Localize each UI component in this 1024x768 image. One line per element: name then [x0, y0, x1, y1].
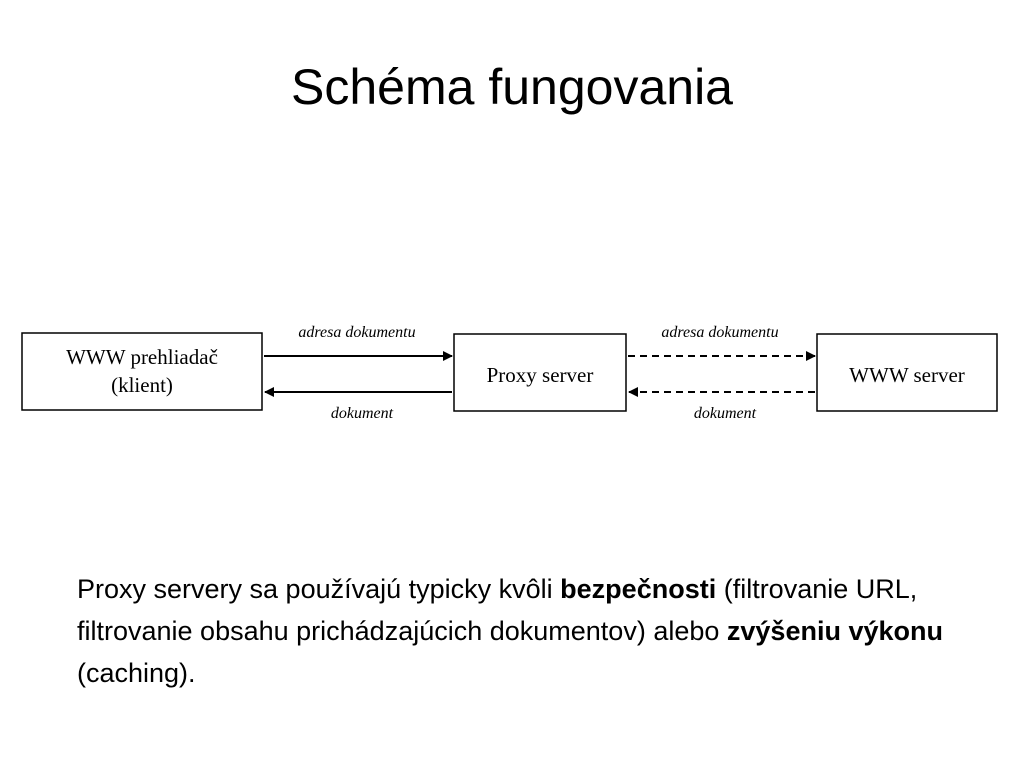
label-server-to-proxy: dokument [694, 405, 757, 422]
client-node: WWW prehliadač (klient) [21, 332, 263, 411]
edge-proxy-to-server: adresa dokumentu [628, 324, 816, 361]
server-label: WWW server [849, 363, 965, 387]
edge-server-to-proxy: dokument [628, 387, 815, 422]
proxy-box [453, 333, 627, 412]
body-text-bold1: bezpečnosti [560, 574, 717, 604]
client-box [21, 332, 263, 411]
body-text-part1: Proxy servery sa používajú typicky kvôli [77, 574, 561, 604]
client-label-line2: (klient) [111, 373, 173, 397]
proxy-node: Proxy server [453, 333, 627, 412]
server-node: WWW server [816, 333, 998, 412]
server-box [816, 333, 998, 412]
client-label-line1: WWW prehliadač [66, 345, 218, 369]
label-client-to-proxy: adresa dokumentu [298, 324, 415, 341]
body-text-bold2: zvýšeniu výkonu [726, 616, 943, 646]
edge-client-to-proxy: adresa dokumentu [264, 324, 453, 361]
slide-title: Schéma fungovania [291, 59, 733, 115]
label-proxy-to-server: adresa dokumentu [661, 324, 778, 341]
edge-proxy-to-client: dokument [264, 387, 452, 422]
proxy-label: Proxy server [487, 363, 594, 387]
body-text-part2: (filtrovanie URL, filtrovanie obsahu pri… [77, 574, 918, 646]
label-proxy-to-client: dokument [331, 405, 394, 422]
body-paragraph: Proxy servery sa používajú typicky kvôli… [77, 568, 957, 694]
body-text-part3: (caching). [77, 658, 196, 688]
